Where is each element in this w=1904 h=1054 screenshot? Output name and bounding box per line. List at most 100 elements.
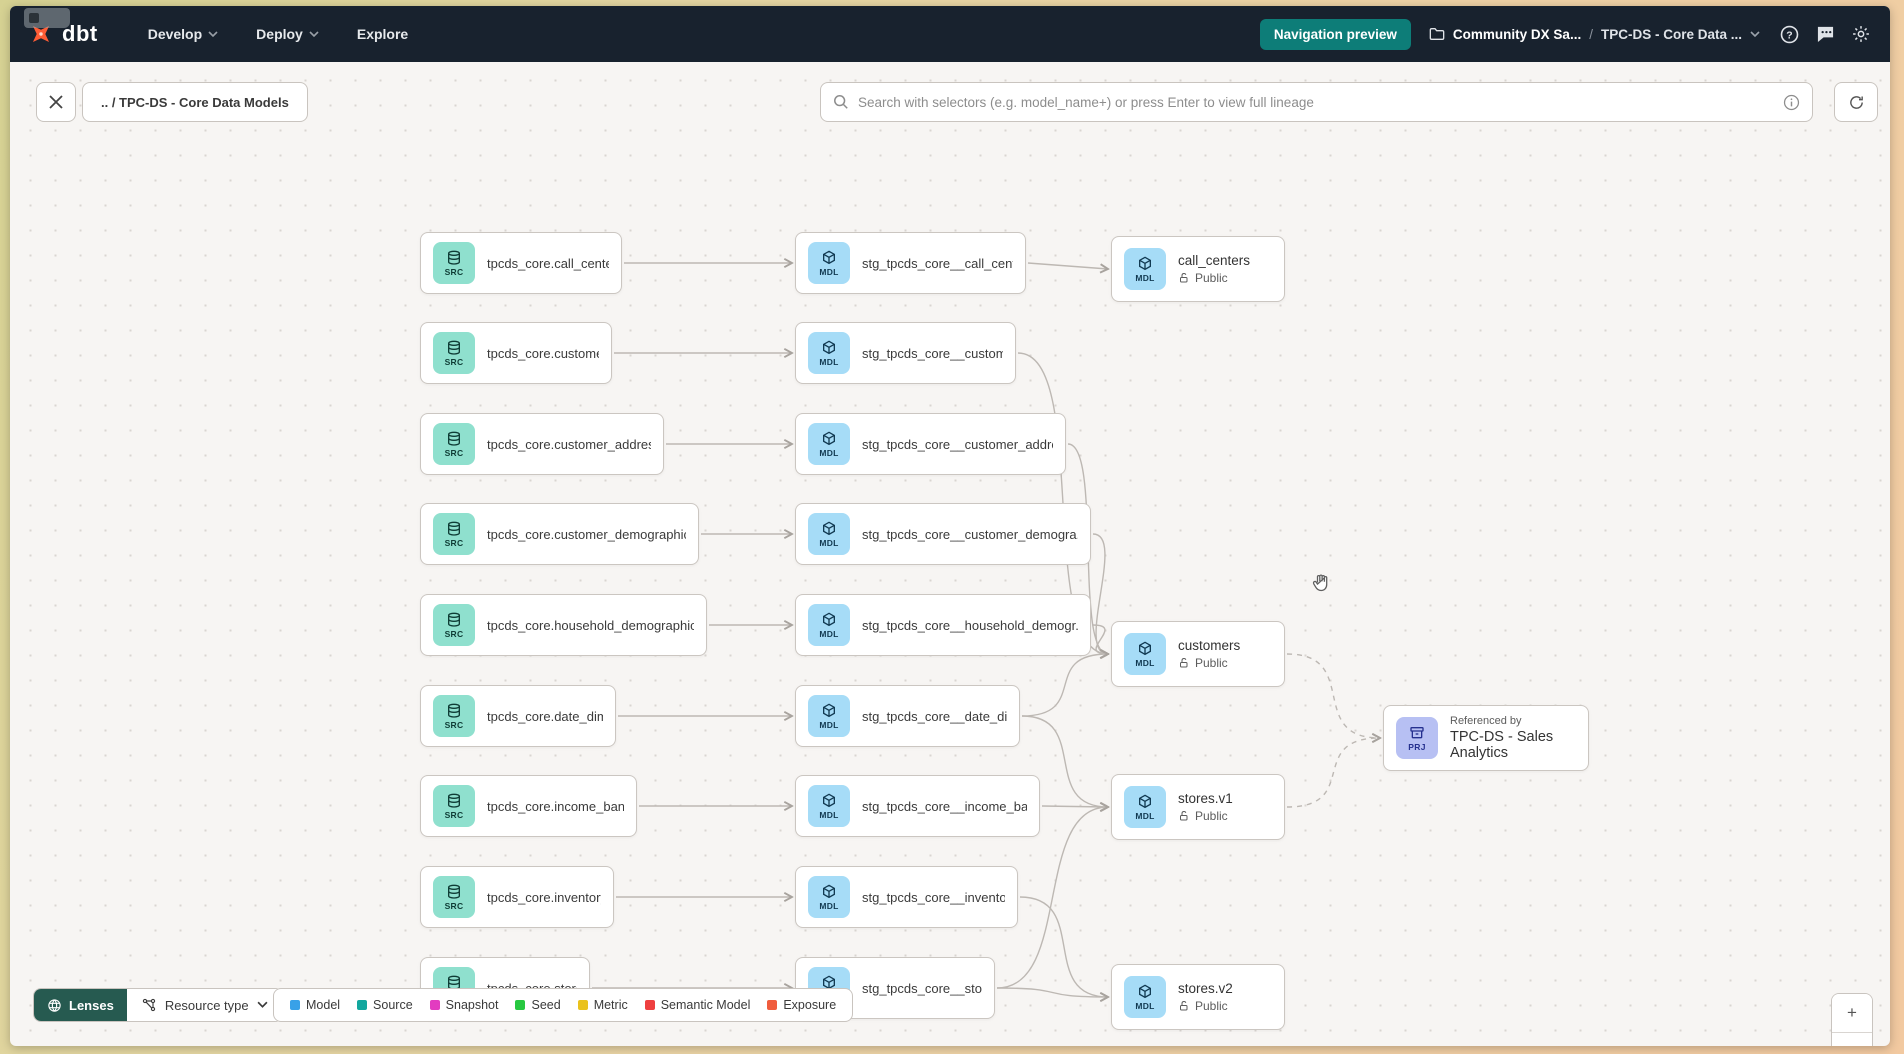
node-type-icon: MDL bbox=[808, 513, 850, 555]
folder-icon bbox=[1429, 28, 1445, 40]
node-label: stores.v1 bbox=[1178, 791, 1233, 806]
app-window: dbt Develop Deploy Explore Navigation pr… bbox=[10, 6, 1890, 1046]
node-stg_customer_address[interactable]: MDL stg_tpcds_core__customer_address bbox=[795, 413, 1066, 475]
node-type-icon: MDL bbox=[1124, 976, 1166, 1018]
settings-gear-icon[interactable] bbox=[1850, 23, 1872, 45]
node-type-icon: SRC bbox=[433, 604, 475, 646]
nav-item-deploy[interactable]: Deploy bbox=[242, 18, 333, 50]
resource-type-dropdown[interactable]: Resource type bbox=[126, 989, 282, 1021]
node-label: stg_tpcds_core__customer_demogra... bbox=[862, 526, 1078, 542]
node-label: tpcds_core.inventory bbox=[487, 889, 601, 905]
node-label: stg_tpcds_core__store bbox=[862, 980, 982, 996]
close-icon bbox=[49, 95, 63, 109]
node-label: tpcds_core.customer_address bbox=[487, 436, 651, 452]
nav-item-explore[interactable]: Explore bbox=[356, 26, 409, 42]
legend-item-exposure: Exposure bbox=[767, 998, 836, 1012]
zoom-controls: + − bbox=[1831, 993, 1873, 1046]
cube-icon bbox=[1139, 984, 1151, 998]
cube-icon bbox=[823, 703, 835, 717]
legend-item-model: Model bbox=[290, 998, 340, 1012]
unlock-icon bbox=[1180, 658, 1188, 668]
zoom-in-button[interactable]: + bbox=[1832, 994, 1872, 1033]
lineage-breadcrumb-chip[interactable]: .. / TPC-DS - Core Data Models bbox=[82, 82, 308, 122]
help-icon[interactable]: ? bbox=[1778, 23, 1800, 45]
cube-icon bbox=[823, 793, 835, 807]
info-icon[interactable] bbox=[1783, 94, 1800, 111]
lenses-button[interactable]: Lenses bbox=[34, 989, 127, 1021]
navigation-preview-button[interactable]: Navigation preview bbox=[1259, 18, 1411, 50]
cube-icon bbox=[1139, 794, 1151, 808]
cube-icon bbox=[823, 521, 835, 535]
close-lineage-button[interactable] bbox=[36, 82, 76, 122]
chevron-down-icon bbox=[208, 30, 218, 37]
refresh-icon bbox=[1849, 95, 1863, 109]
cube-icon bbox=[823, 612, 835, 626]
node-type-icon: MDL bbox=[808, 242, 850, 284]
breadcrumb[interactable]: Community DX Sa... / TPC-DS - Core Data … bbox=[1429, 27, 1760, 42]
cube-icon bbox=[823, 884, 835, 898]
lenses-icon bbox=[48, 998, 61, 1012]
dbt-logo[interactable]: dbt bbox=[28, 21, 98, 47]
chevron-down-icon bbox=[309, 30, 319, 37]
database-icon bbox=[448, 612, 460, 627]
refresh-lineage-button[interactable] bbox=[1834, 82, 1878, 122]
node-type-icon: MDL bbox=[808, 876, 850, 918]
node-label: TPC-DS - Sales Analytics bbox=[1450, 729, 1554, 761]
legend-swatch bbox=[515, 1000, 526, 1010]
cube-icon bbox=[823, 431, 835, 445]
cube-icon bbox=[823, 975, 835, 989]
cube-icon bbox=[823, 250, 835, 264]
node-stg_customer_demographics[interactable]: MDL stg_tpcds_core__customer_demogra... bbox=[795, 503, 1091, 565]
cube-icon bbox=[1139, 641, 1151, 655]
node-type-icon: MDL bbox=[808, 695, 850, 737]
legend-swatch bbox=[290, 1000, 300, 1010]
resource-type-icon bbox=[142, 998, 155, 1012]
breadcrumb-page[interactable]: TPC-DS - Core Data ... bbox=[1600, 26, 1742, 42]
nav-item-develop[interactable]: Develop bbox=[134, 18, 232, 50]
database-icon bbox=[448, 431, 460, 446]
breadcrumb-project[interactable]: Community DX Sa... bbox=[1452, 26, 1582, 42]
node-access: Public bbox=[1178, 656, 1240, 670]
database-icon bbox=[448, 340, 460, 355]
node-label: stg_tpcds_core__customer_address bbox=[862, 436, 1053, 452]
node-access: Public bbox=[1178, 999, 1233, 1013]
node-access: Public bbox=[1178, 271, 1250, 285]
legend-swatch bbox=[429, 1000, 440, 1010]
database-icon bbox=[448, 793, 460, 808]
dbt-logo-icon bbox=[32, 25, 50, 43]
svg-text:?: ? bbox=[1786, 30, 1792, 41]
feedback-icon[interactable] bbox=[1814, 23, 1836, 45]
node-label: tpcds_core.customer_demographics bbox=[487, 526, 686, 542]
search-input[interactable] bbox=[858, 94, 1774, 110]
node-type-icon: SRC bbox=[433, 423, 475, 465]
legend-item-seed: Seed bbox=[515, 998, 561, 1012]
chevron-down-icon bbox=[1750, 30, 1760, 37]
database-icon bbox=[448, 250, 460, 265]
node-label: customers bbox=[1178, 638, 1241, 653]
node-type-icon: MDL bbox=[808, 423, 850, 465]
node-label: stg_tpcds_core__income_band bbox=[862, 798, 1027, 814]
node-label: stg_tpcds_core__customer bbox=[862, 345, 1003, 361]
node-src_customer_address[interactable]: SRC tpcds_core.customer_address bbox=[420, 413, 664, 475]
zoom-out-button[interactable]: − bbox=[1832, 1032, 1872, 1046]
